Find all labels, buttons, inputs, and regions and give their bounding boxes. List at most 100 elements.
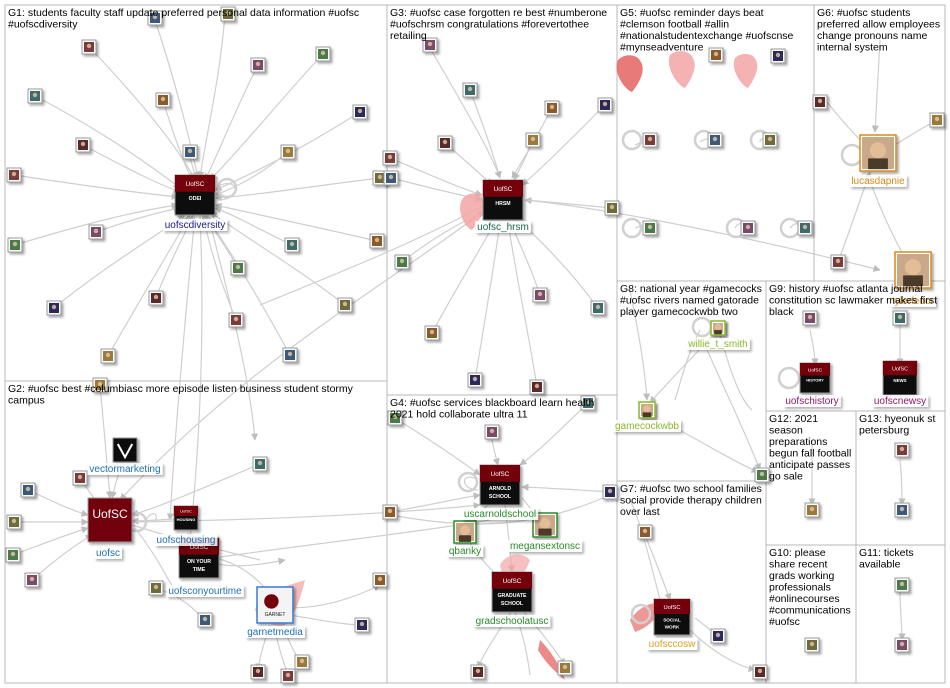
avatar-node[interactable]	[580, 395, 596, 411]
avatar-node[interactable]	[590, 300, 606, 316]
avatar-node[interactable]	[250, 664, 266, 680]
avatar-node[interactable]	[529, 379, 545, 395]
avatar-node[interactable]	[544, 100, 560, 116]
avatar-node[interactable]	[7, 237, 23, 253]
node-garnetmedia[interactable]: GARNET	[256, 586, 294, 624]
avatar-node[interactable]	[894, 502, 910, 518]
avatar-node[interactable]	[484, 424, 500, 440]
avatar-node[interactable]	[46, 300, 62, 316]
node-lucasdapnie[interactable]	[859, 134, 897, 172]
avatar-node[interactable]	[282, 347, 298, 363]
avatar-node[interactable]	[6, 514, 22, 530]
avatar-node[interactable]	[252, 456, 268, 472]
avatar-node[interactable]	[280, 668, 296, 684]
avatar-node[interactable]	[754, 467, 770, 483]
avatar-node[interactable]	[81, 39, 97, 55]
avatar-node[interactable]	[602, 484, 618, 500]
avatar-node[interactable]	[280, 144, 296, 160]
avatar-node[interactable]	[197, 612, 213, 628]
avatar-node[interactable]	[20, 482, 36, 498]
avatar-node[interactable]	[804, 502, 820, 518]
avatar-node[interactable]	[707, 132, 723, 148]
avatar-node[interactable]	[92, 377, 108, 393]
avatar-node[interactable]	[532, 287, 548, 303]
avatar-node[interactable]	[710, 628, 726, 644]
avatar-node[interactable]	[24, 572, 40, 588]
avatar-node[interactable]	[642, 132, 658, 148]
avatar-node[interactable]	[525, 132, 541, 148]
avatar-node[interactable]	[637, 524, 653, 540]
avatar-node[interactable]	[27, 88, 43, 104]
avatar-node[interactable]	[802, 310, 818, 326]
avatar-node[interactable]	[770, 48, 786, 64]
avatar-node[interactable]	[382, 504, 398, 520]
avatar-node[interactable]	[75, 137, 91, 153]
avatar-node[interactable]	[382, 150, 398, 166]
avatar-node[interactable]	[354, 617, 370, 633]
avatar-node[interactable]	[294, 654, 310, 670]
avatar-node[interactable]	[230, 260, 246, 276]
avatar-node[interactable]	[894, 442, 910, 458]
avatar-node[interactable]	[424, 325, 440, 341]
avatar-node[interactable]	[100, 348, 116, 364]
avatar-node[interactable]	[383, 170, 399, 186]
node-qbanky[interactable]	[453, 520, 477, 544]
avatar-node[interactable]	[894, 577, 910, 593]
avatar-node[interactable]	[804, 637, 820, 653]
avatar-node[interactable]	[352, 104, 368, 120]
avatar-node[interactable]	[422, 37, 438, 53]
node-vectormarketing[interactable]	[112, 437, 138, 463]
node-tylerfedor[interactable]	[894, 251, 932, 289]
avatar-node[interactable]	[155, 92, 171, 108]
avatar-node[interactable]	[708, 47, 724, 63]
avatar-node[interactable]	[5, 547, 21, 563]
avatar-node[interactable]	[372, 572, 388, 588]
avatar-node[interactable]	[315, 46, 331, 62]
avatar-node[interactable]	[752, 664, 768, 680]
avatar-node[interactable]	[740, 220, 756, 236]
avatar-node[interactable]	[220, 6, 236, 22]
avatar-node[interactable]	[394, 254, 410, 270]
avatar-node[interactable]	[284, 237, 300, 253]
avatar-node[interactable]	[88, 224, 104, 240]
avatar-node[interactable]	[369, 233, 385, 249]
avatar-node[interactable]	[830, 254, 846, 270]
avatar-node[interactable]	[250, 57, 266, 73]
node-uofsc[interactable]: UofSC	[87, 497, 133, 543]
avatar-node[interactable]	[470, 664, 486, 680]
avatar-node[interactable]	[148, 580, 164, 596]
avatar-node[interactable]	[72, 470, 88, 486]
avatar-node[interactable]	[642, 220, 658, 236]
avatar-node[interactable]	[762, 132, 778, 148]
avatar-node[interactable]	[467, 372, 483, 388]
avatar-node[interactable]	[6, 167, 22, 183]
node-willie_t_smith[interactable]	[710, 320, 726, 336]
avatar-node[interactable]	[337, 297, 353, 313]
avatar-node[interactable]	[892, 310, 908, 326]
avatar-node[interactable]	[148, 290, 164, 306]
avatar-node[interactable]	[604, 200, 620, 216]
avatar-node[interactable]	[462, 82, 478, 98]
avatar-node[interactable]	[597, 97, 613, 113]
avatar-node[interactable]	[929, 112, 945, 128]
avatar-node[interactable]	[387, 410, 403, 426]
avatar-node[interactable]	[812, 94, 828, 110]
avatar-node[interactable]	[147, 10, 163, 26]
avatar-node[interactable]	[557, 660, 573, 676]
avatar-node[interactable]	[797, 220, 813, 236]
label-uofsccosw: uofsccosw	[646, 638, 698, 650]
avatar-node[interactable]	[894, 637, 910, 653]
avatar-node[interactable]	[437, 135, 453, 151]
node-gamecockwbb[interactable]	[638, 401, 656, 419]
avatar-node[interactable]	[182, 144, 198, 160]
avatar-node[interactable]	[228, 312, 244, 328]
